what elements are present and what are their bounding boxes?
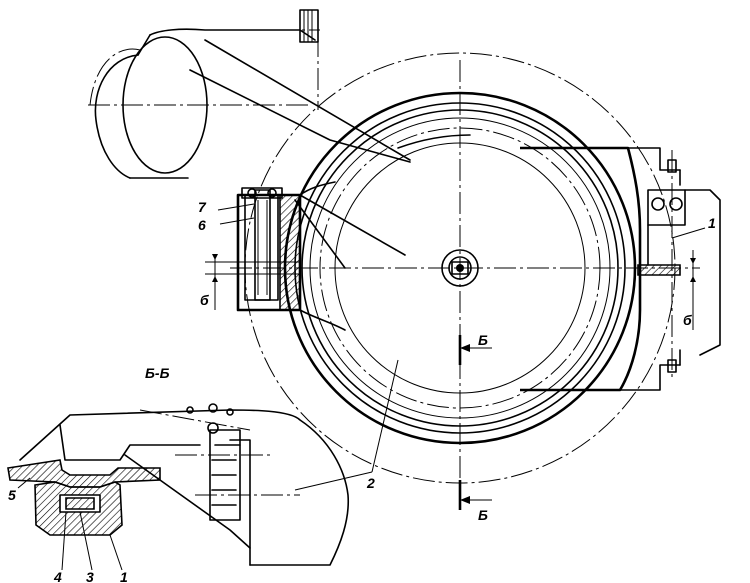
label-gap-left: б xyxy=(200,292,209,308)
label-section-mark-bottom: Б xyxy=(478,507,488,523)
label-section-mark-top: Б xyxy=(478,332,488,348)
label-part-1-section: 1 xyxy=(120,569,128,583)
section-markers xyxy=(458,335,492,510)
right-clamp xyxy=(520,146,721,392)
label-part-7: 7 xyxy=(198,199,207,215)
label-part-4: 4 xyxy=(53,569,62,583)
label-part-3: 3 xyxy=(86,569,94,583)
section-view xyxy=(7,359,399,571)
swing-arm xyxy=(88,9,471,179)
label-part-6: 6 xyxy=(198,217,206,233)
leader-part-1 xyxy=(671,227,706,239)
left-clamp xyxy=(205,181,346,331)
label-section-title: Б-Б xyxy=(145,365,170,381)
label-gap-right: б xyxy=(683,312,692,328)
label-part-1-main: 1 xyxy=(708,215,716,231)
label-part-5: 5 xyxy=(8,487,16,503)
label-part-2: 2 xyxy=(366,475,375,491)
